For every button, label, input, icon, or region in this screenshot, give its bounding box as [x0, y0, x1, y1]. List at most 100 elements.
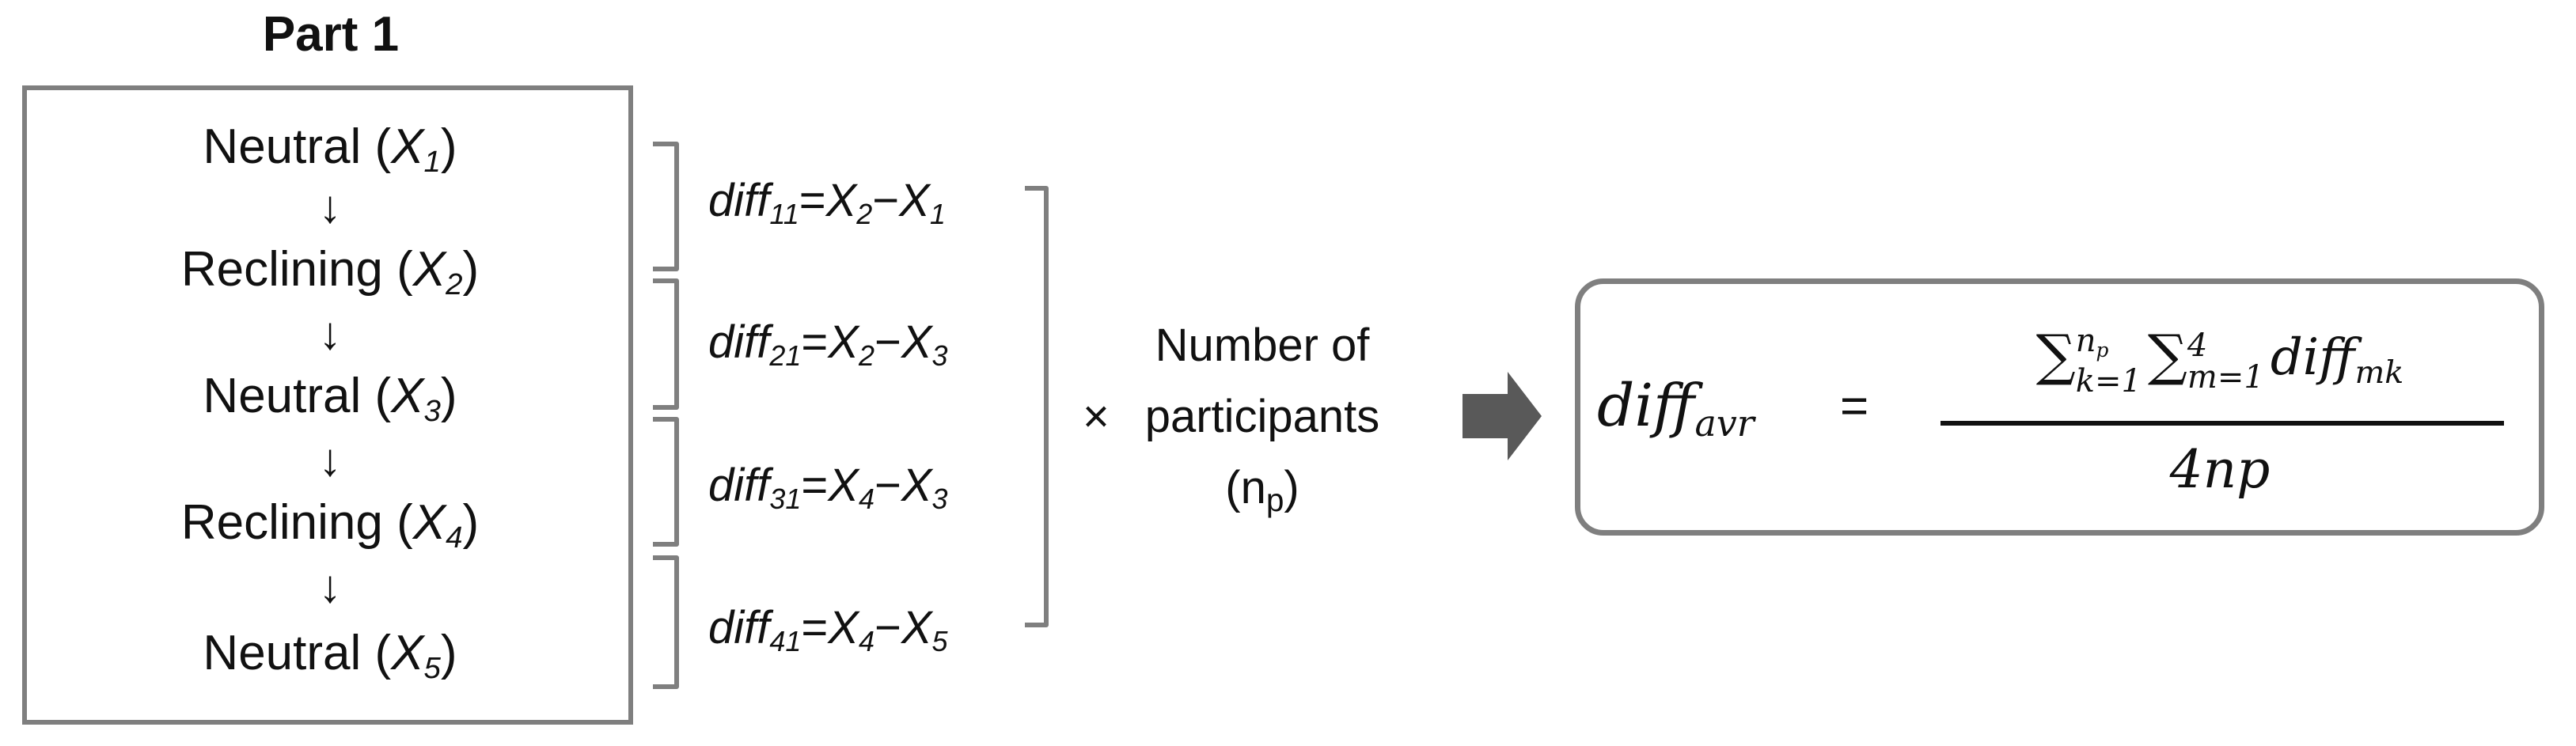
diff-equation-4: diff41=X4−X5: [708, 600, 948, 670]
formula-lhs: diffavr: [1597, 372, 1755, 445]
sum-2-upper: 4: [2187, 327, 2208, 364]
stage-1: Neutral (X1): [22, 119, 638, 191]
stage-label: Neutral (: [203, 369, 392, 423]
diff-minus: −: [874, 316, 901, 368]
stage-2: Reclining (X2): [22, 241, 638, 313]
stage-var: X: [412, 495, 446, 550]
diff-term-a-sub: 2: [858, 339, 874, 373]
formula-equals: =: [1840, 379, 1869, 434]
right-block-arrow-icon: [1463, 372, 1542, 460]
stage-close: ): [462, 495, 480, 550]
diff-term-b: X: [901, 460, 932, 511]
diff-term-b-sub: 5: [931, 625, 948, 658]
bracket-2: [653, 278, 679, 410]
stage-var: X: [391, 119, 424, 174]
down-arrow-icon: ↓: [318, 434, 342, 486]
diff-term-a-sub: 4: [858, 625, 874, 658]
part-title: Part 1: [262, 7, 400, 62]
stage-var-sub: 1: [423, 144, 441, 179]
diff-sub: 21: [769, 339, 802, 373]
times-sign: ×: [1083, 391, 1110, 442]
sigma-2: ∑: [2147, 323, 2187, 388]
bracket-3: [653, 417, 679, 547]
sum-term: diff: [2270, 328, 2355, 387]
diff-name: diff: [708, 175, 770, 226]
diff-sub: 41: [769, 625, 802, 658]
diff-equals: =: [801, 602, 829, 653]
stage-close: ): [462, 242, 480, 297]
down-arrow-icon: ↓: [318, 181, 342, 233]
stage-4: Reclining (X4): [22, 494, 638, 566]
multiplier-line-2: participants: [1084, 386, 1440, 448]
bracket-4: [653, 555, 679, 689]
stage-var-sub: 5: [423, 650, 441, 685]
np-sub: p: [1265, 482, 1284, 519]
stage-label: Neutral (: [203, 626, 392, 680]
stage-label: Reclining (: [180, 495, 413, 550]
stage-5: Neutral (X5): [22, 625, 638, 697]
sum-2-lower: m=1: [2187, 358, 2264, 396]
diff-name: diff: [708, 316, 770, 368]
stage-var-sub: 2: [446, 267, 463, 301]
stage-3: Neutral (X3): [22, 368, 638, 440]
stage-var-sub: 3: [423, 393, 441, 428]
formula-lhs-name: diff: [1597, 372, 1695, 440]
stage-label: Neutral (: [203, 119, 392, 174]
diff-equation-2: diff21=X2−X3: [708, 314, 948, 384]
stage-var-sub: 4: [446, 520, 463, 555]
multiplier-line-1: Number of: [1084, 315, 1440, 377]
diff-minus: −: [872, 175, 900, 226]
stage-var: X: [412, 242, 446, 297]
diff-equation-3: diff31=X4−X3: [708, 457, 948, 528]
diff-term-b-sub: 1: [929, 198, 946, 231]
np-open: (n: [1225, 462, 1266, 513]
bracket-1: [653, 142, 679, 271]
formula-lhs-sub: avr: [1694, 401, 1755, 445]
sum-1-lower: k=1: [2075, 363, 2142, 400]
fraction-bar: [1941, 421, 2504, 426]
diff-name: diff: [708, 602, 770, 653]
stage-close: ): [440, 626, 457, 680]
diff-equals: =: [801, 316, 829, 368]
down-arrow-icon: ↓: [318, 308, 342, 359]
diff-equation-1: diff11=X2−X1: [708, 172, 946, 243]
formula-box: [1575, 278, 2544, 536]
diff-sub: 11: [769, 198, 799, 231]
diff-term-b: X: [901, 602, 932, 653]
stage-close: ): [440, 119, 457, 174]
stage-close: ): [440, 369, 457, 423]
diff-term-b-sub: 3: [931, 483, 948, 516]
sum-term-sub: mk: [2354, 354, 2404, 392]
diff-term-a-sub: 2: [856, 198, 873, 231]
diff-minus: −: [874, 460, 901, 511]
sum-1-upper: n: [2075, 322, 2096, 359]
diff-name: diff: [708, 460, 770, 511]
sum-1-upper-sub: p: [2096, 338, 2109, 362]
formula-denominator: 4np: [2169, 439, 2271, 500]
multiplier-text: participants: [1144, 391, 1380, 442]
diff-term-b: X: [899, 175, 930, 226]
stage-label: Reclining (: [180, 242, 413, 297]
diff-equals: =: [799, 175, 826, 226]
diff-sub: 31: [769, 483, 802, 516]
diff-term-a-sub: 4: [858, 483, 874, 516]
diff-term-a: X: [828, 316, 859, 368]
diff-minus: −: [874, 602, 901, 653]
diff-term-b: X: [901, 316, 932, 368]
stage-sequence-box: [22, 85, 633, 725]
diff-term-a: X: [825, 175, 857, 226]
diff-term-b-sub: 3: [931, 339, 948, 373]
stage-var: X: [391, 369, 424, 423]
multiplier-line-3: (np): [1084, 457, 1440, 531]
np-close: ): [1284, 462, 1299, 513]
down-arrow-icon: ↓: [318, 561, 342, 612]
stage-var: X: [391, 626, 424, 680]
diff-term-a: X: [828, 460, 859, 511]
diff-equals: =: [801, 460, 829, 511]
right-bracket: [1025, 186, 1049, 627]
